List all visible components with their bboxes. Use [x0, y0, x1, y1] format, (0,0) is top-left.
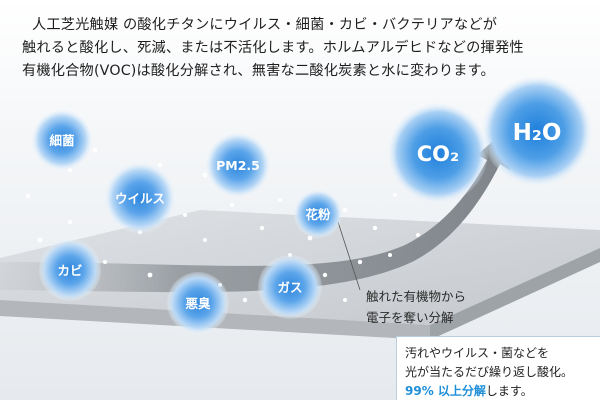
bubble-gas-label: ガス	[277, 280, 302, 295]
bubble-virus: ウイルス	[105, 163, 175, 233]
surface-edge	[430, 248, 600, 340]
bubble-virus-label: ウイルス	[115, 191, 165, 206]
bubble-saikin-label: 細菌	[49, 133, 75, 148]
bubble-akushu: 悪臭	[167, 272, 229, 334]
bubble-kabi: カビ	[39, 239, 101, 301]
bubble-h2o-label: H₂O	[513, 120, 562, 146]
bubble-co2-label: CO₂	[417, 142, 459, 166]
intro-line-3: 有機化合物(VOC)は酸化分解され、無害な二酸化炭素と水に変わります。	[22, 63, 495, 79]
bubble-co2: CO₂	[388, 103, 488, 203]
caption-leader	[337, 221, 361, 291]
intro-line-1: 人工芝光触媒 の酸化チタンにウイルス・細菌・カビ・バクテリアなどが	[32, 17, 498, 33]
note-line-1: 汚れやウイルス・菌などを	[405, 346, 550, 360]
note-suffix: します。	[485, 384, 533, 398]
note-highlight: 99% 以上分解	[405, 384, 486, 398]
sparkles	[25, 147, 420, 307]
intro-text: 人工芝光触媒 の酸化チタンにウイルス・細菌・カビ・バクテリアなどが 触れると酸化…	[22, 14, 592, 83]
decompose-caption: 触れた有機物から 電子を奪い分解	[366, 286, 466, 328]
bubble-pm25: PM2.5	[206, 133, 270, 197]
bubble-saikin: 細菌	[32, 110, 92, 170]
bubble-kafun-label: 花粉	[305, 207, 331, 222]
bubble-kafun: 花粉	[294, 190, 342, 238]
bubble-kabi-label: カビ	[57, 263, 82, 278]
caption-line-2: 電子を奪い分解	[366, 310, 454, 325]
note-line-2: 光が当たるだび繰り返し酸化。	[405, 365, 574, 379]
caption-line-1: 触れた有機物から	[366, 289, 467, 304]
intro-line-2: 触れると酸化し、死滅、または不活化します。ホルムアルデヒドなどの揮発性	[22, 40, 524, 56]
info-note: 汚れやウイルス・菌などを 光が当たるだび繰り返し酸化。 99% 以上分解します。	[396, 336, 600, 400]
bubble-gas: ガス	[258, 255, 322, 319]
bubble-akushu-label: 悪臭	[185, 296, 211, 311]
bubble-h2o: H₂O	[482, 76, 592, 186]
bubble-pm25-label: PM2.5	[216, 158, 260, 173]
note-line-3: 99% 以上分解します。	[405, 382, 600, 400]
